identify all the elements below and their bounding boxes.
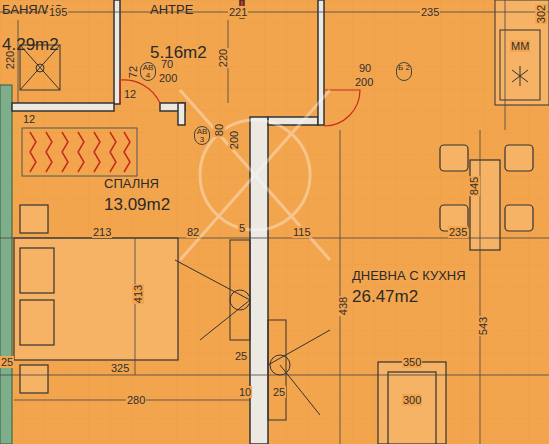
dimension-label: 25 (0, 356, 14, 368)
dimension-label: 220 (217, 48, 229, 68)
dimension-label: 72 (127, 65, 139, 79)
dimension-label: 543 (477, 316, 489, 336)
room-area: АНТРЕ 5.16m2 (150, 2, 207, 63)
door-tag: АВ 3 (194, 126, 210, 145)
room-area: ДНЕВНА С КУХНЯ 26.47m2 (352, 268, 466, 307)
dimension-label: 325 (110, 362, 130, 374)
dimension-label: 195 (48, 6, 68, 18)
dimension-label: ММ (510, 40, 530, 52)
dimension-label: 200 (228, 130, 240, 150)
dimension-label: 413 (132, 284, 144, 304)
room-name: АНТРЕ (150, 2, 207, 17)
dimension-label: 82 (186, 226, 200, 238)
dimension-label: 300 (402, 394, 422, 406)
dimension-label: 220 (4, 50, 16, 70)
dimension-label: 280 (126, 394, 146, 406)
dimension-label: 350 (402, 356, 422, 368)
dimension-label: 200 (158, 72, 178, 84)
dimension-label: 25 (234, 350, 248, 362)
room-name: ДНЕВНА С КУХНЯ (352, 268, 466, 283)
room-area: СПАЛНЯ 13.09m2 (104, 176, 170, 215)
dimension-label: 200 (354, 76, 374, 88)
room-area-value: 13.09m2 (104, 195, 170, 215)
dimension-label: 221 (228, 6, 248, 18)
dimension-label: 12 (123, 88, 137, 100)
dimension-label: 235 (448, 226, 468, 238)
dimension-label: 80 (213, 123, 225, 137)
dimension-label: 25 (272, 386, 286, 398)
room-area-value: 5.16m2 (150, 43, 207, 63)
dimension-label: 10 (238, 386, 252, 398)
room-name: СПАЛНЯ (104, 176, 170, 191)
dimension-label: 438 (337, 296, 349, 316)
room-area-value: 26.47m2 (352, 287, 466, 307)
dimension-label: 5 (238, 222, 246, 234)
dimension-label: 70 (160, 58, 174, 70)
dimension-label: 90 (358, 62, 372, 74)
dimension-label: 845 (468, 176, 480, 196)
door-tag: Б 2 (396, 62, 412, 81)
dimension-label: 235 (420, 6, 440, 18)
dimension-label: 302 (535, 4, 547, 24)
door-tag: АВ 4 (140, 62, 156, 81)
dimension-label: 12 (22, 113, 36, 125)
dimension-label: 213 (92, 226, 112, 238)
dimension-label: 115 (292, 226, 312, 238)
